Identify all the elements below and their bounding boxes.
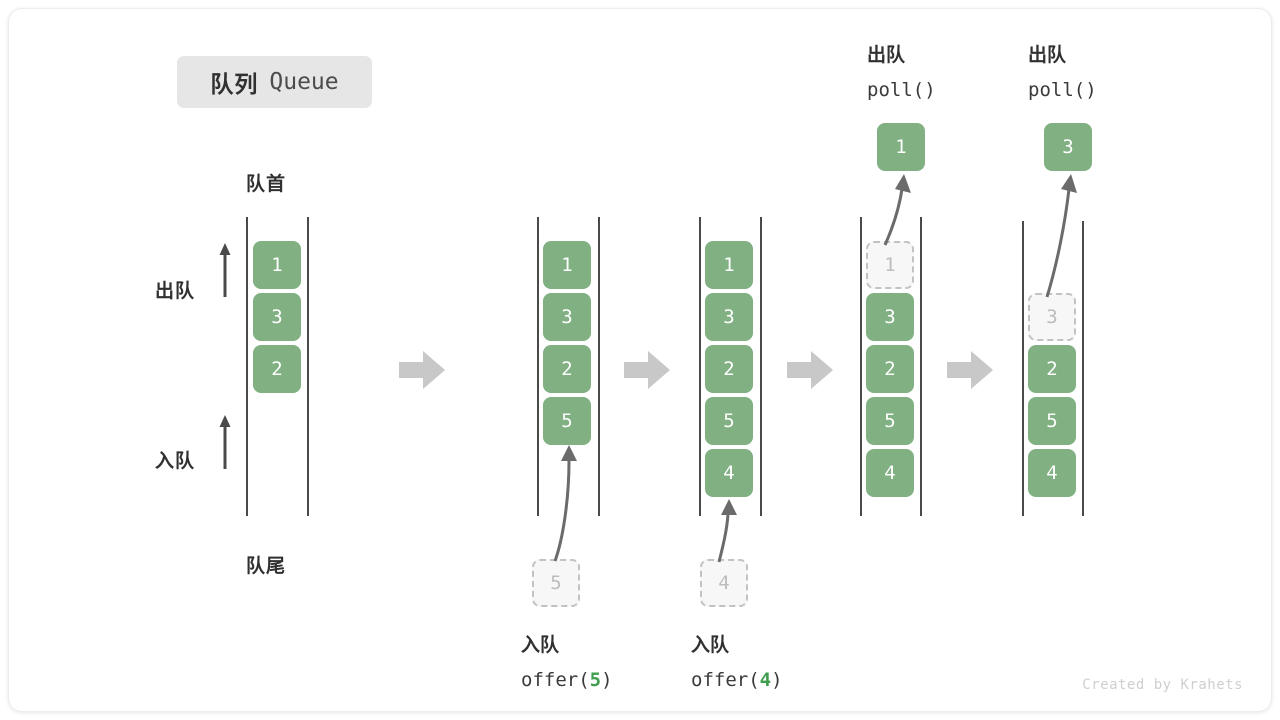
op-cn: 入队	[691, 635, 730, 656]
queue-rail-left-4	[860, 217, 862, 516]
queue-rail-right-4	[920, 217, 922, 516]
queue-node: 5	[866, 397, 914, 445]
removed-ghost-node: 3	[1028, 293, 1076, 341]
queue-node-new: 4	[705, 449, 753, 497]
queue-node: 1	[543, 241, 591, 289]
transition-arrow-icon	[787, 351, 833, 389]
queue-rail-left-5	[1022, 221, 1024, 516]
op-close: )	[1085, 79, 1097, 101]
diagram-card: 队列 Queue 队首 队尾 出队 入队 1 3 2 1 3 2 5 5 入队 …	[8, 8, 1272, 712]
enqueue-motion-arrow-icon	[717, 499, 737, 563]
queue-rail-left-1	[246, 217, 248, 516]
popped-node: 3	[1044, 123, 1092, 171]
op-close: )	[771, 669, 783, 691]
enqueue-label: 入队	[155, 451, 196, 472]
queue-node: 3	[705, 293, 753, 341]
op-fn: offer(	[521, 669, 590, 691]
queue-node: 5	[705, 397, 753, 445]
stage-label-offer-4: 入队 offer(4)	[691, 629, 783, 697]
op-fn: poll(	[867, 79, 925, 101]
incoming-ghost-node: 5	[532, 559, 580, 607]
queue-node: 2	[705, 345, 753, 393]
dequeue-motion-arrow-icon	[883, 174, 911, 246]
queue-node: 2	[1028, 345, 1076, 393]
op-fn: offer(	[691, 669, 760, 691]
op-cn: 出队	[1028, 45, 1067, 66]
stage-label-poll-1: 出队 poll()	[867, 39, 936, 107]
queue-node: 1	[253, 241, 301, 289]
diagram-title-badge: 队列 Queue	[177, 56, 372, 108]
queue-node-new: 5	[543, 397, 591, 445]
transition-arrow-icon	[624, 351, 670, 389]
popped-node: 1	[877, 123, 925, 171]
queue-node: 2	[543, 345, 591, 393]
queue-rail-left-2	[537, 217, 539, 516]
queue-rail-right-3	[760, 217, 762, 516]
queue-rail-right-2	[598, 217, 600, 516]
watermark: Created by Krahets	[1082, 677, 1243, 693]
dequeue-motion-arrow-icon	[1045, 174, 1077, 298]
op-cn: 入队	[521, 635, 560, 656]
queue-front-label: 队首	[246, 174, 287, 195]
queue-node: 4	[866, 449, 914, 497]
queue-node: 3	[543, 293, 591, 341]
title-en: Queue	[269, 69, 339, 95]
op-arg: 4	[759, 669, 772, 691]
transition-arrow-icon	[399, 351, 445, 389]
removed-ghost-node: 1	[866, 241, 914, 289]
queue-node: 1	[705, 241, 753, 289]
queue-rail-left-3	[699, 217, 701, 516]
op-cn: 出队	[867, 45, 906, 66]
op-close: )	[924, 79, 936, 101]
queue-node: 2	[253, 345, 301, 393]
title-cn: 队列	[210, 71, 259, 97]
queue-node: 5	[1028, 397, 1076, 445]
queue-rail-right-5	[1082, 221, 1084, 516]
queue-rail-right-1	[307, 217, 309, 516]
op-arg: 5	[589, 669, 602, 691]
dequeue-label: 出队	[155, 281, 196, 302]
transition-arrow-icon	[947, 351, 993, 389]
queue-node: 3	[866, 293, 914, 341]
stage-label-offer-5: 入队 offer(5)	[521, 629, 613, 697]
op-fn: poll(	[1028, 79, 1086, 101]
dequeue-arrow-icon	[219, 243, 231, 297]
enqueue-arrow-icon	[219, 415, 231, 469]
incoming-ghost-node: 4	[700, 559, 748, 607]
op-close: )	[601, 669, 613, 691]
queue-node: 3	[253, 293, 301, 341]
queue-node: 2	[866, 345, 914, 393]
stage-label-poll-3: 出队 poll()	[1028, 39, 1097, 107]
enqueue-motion-arrow-icon	[553, 445, 577, 562]
queue-rear-label: 队尾	[246, 556, 287, 577]
queue-node: 4	[1028, 449, 1076, 497]
